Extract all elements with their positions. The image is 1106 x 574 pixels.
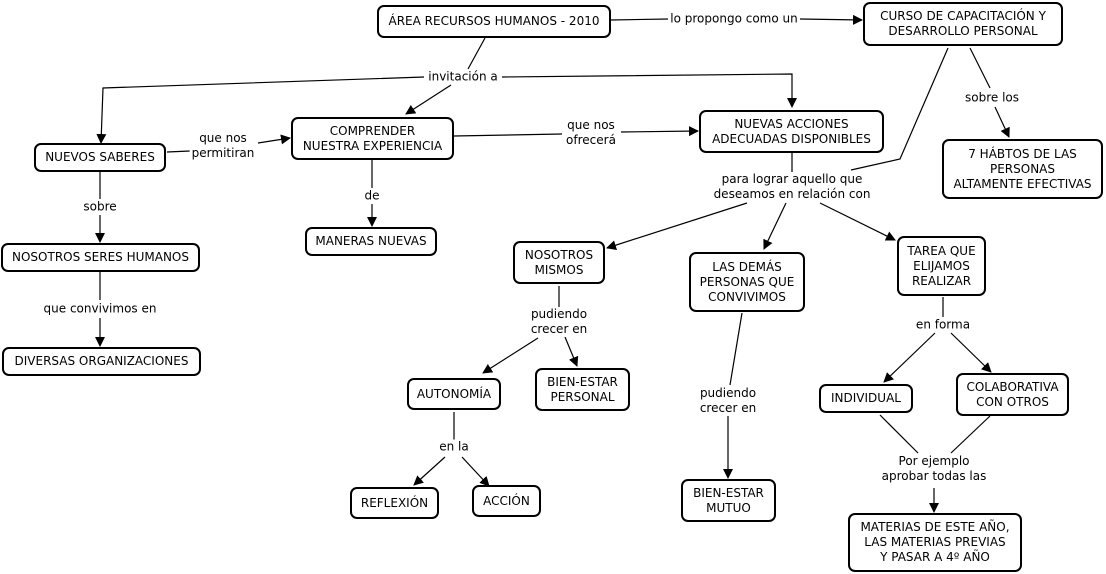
link-propongo: lo propongo como un	[668, 11, 800, 27]
arrow-crecer1-autonomia	[482, 337, 539, 374]
link-permitiran: que nos permitiran	[189, 131, 257, 161]
link-de: de	[362, 188, 382, 204]
link-convivimos-en: que convivimos en	[41, 301, 159, 317]
arrow-invitacion-saberes	[96, 76, 425, 144]
link-ofrecera: que nos ofrecerá	[564, 118, 618, 148]
concept-saberes[interactable]: NUEVOS SABERES	[34, 143, 166, 172]
link-sobre-los: sobre los	[962, 90, 1022, 106]
line-area-invitacion	[467, 37, 486, 70]
concept-autonomia[interactable]: AUTONOMÍA	[407, 378, 501, 410]
line-demas-crecer2	[729, 312, 743, 386]
concept-seres[interactable]: NOSOTROS SERES HUMANOS	[1, 243, 200, 272]
arrow-lograr-demas	[763, 202, 787, 250]
arrow-invitacion-acciones	[501, 73, 797, 108]
arrow-enla-reflexion	[413, 456, 446, 486]
arrow-lograr-tarea	[819, 202, 896, 241]
concept-organizaciones[interactable]: DIVERSAS ORGANIZACIONES	[2, 347, 201, 376]
link-crecer-demas: pudiendo crecer en	[697, 386, 759, 416]
link-ejemplo: Por ejemplo aprobar todas las	[879, 454, 989, 484]
line-comprender-ofrecera	[453, 133, 563, 137]
link-invitacion: invitación a	[426, 69, 500, 85]
concept-demas[interactable]: LAS DEMÁS PERSONAS QUE CONVIVIMOS	[689, 252, 805, 312]
concept-individual[interactable]: INDIVIDUAL	[819, 384, 913, 413]
line-curso-lograr	[850, 47, 949, 171]
arrow-sobrelos-habitos	[994, 106, 1010, 138]
concept-mismos[interactable]: NOSOTROS MISMOS	[513, 241, 605, 284]
link-sobre: sobre	[81, 199, 119, 215]
concept-accion[interactable]: ACCIÓN	[472, 485, 541, 517]
link-en-forma: en forma	[913, 317, 973, 333]
concept-maneras[interactable]: MANERAS NUEVAS	[305, 227, 437, 256]
line-individual-ejemplo	[879, 414, 919, 454]
concept-acciones[interactable]: NUEVAS ACCIONES ADECUADAS DISPONIBLES	[699, 110, 884, 153]
arrow-permitiran-comprender	[257, 134, 291, 145]
arrow-propongo-curso	[799, 14, 863, 25]
concept-tarea[interactable]: TAREA QUE ELIJAMOS REALIZAR	[897, 236, 986, 296]
concept-bienestar-personal[interactable]: BIEN-ESTAR PERSONAL	[535, 368, 630, 411]
link-lograr: para lograr aquello que deseamos en rela…	[711, 172, 873, 202]
arrow-crecer1-bienestar	[564, 336, 579, 367]
link-crecer-mismos: pudiendo crecer en	[528, 307, 590, 337]
arrow-lograr-mismos	[606, 202, 748, 251]
arrow-enla-accion	[461, 456, 490, 487]
arrow-enforma-individual	[883, 332, 936, 383]
arrow-invitacion-comprender	[405, 84, 452, 115]
concept-materias[interactable]: MATERIAS DE ESTE AÑO, LAS MATERIAS PREVI…	[848, 513, 1022, 572]
concept-reflexion[interactable]: REFLEXIÓN	[350, 487, 439, 519]
concept-bienestar-mutuo[interactable]: BIEN-ESTAR MUTUO	[681, 479, 776, 522]
line-colaborativa-ejemplo	[950, 415, 991, 454]
concept-habitos[interactable]: 7 HÁBTOS DE LAS PERSONAS ALTAMENTE EFECT…	[942, 139, 1103, 199]
arrow-ofrecera-acciones	[620, 126, 699, 137]
concept-comprender[interactable]: COMPRENDER NUESTRA EXPERIENCIA	[291, 117, 454, 160]
line-curso-sobrelos	[969, 47, 991, 89]
line-area-propongo	[610, 18, 669, 21]
link-en-la: en la	[437, 439, 471, 455]
line-saberes-permitiran	[166, 150, 191, 153]
concept-colaborativa[interactable]: COLABORATIVA CON OTROS	[956, 373, 1069, 416]
concept-curso[interactable]: CURSO DE CAPACITACIÓN Y DESARROLLO PERSO…	[863, 2, 1063, 46]
arrow-enforma-colaborativa	[950, 332, 992, 373]
concept-area[interactable]: ÁREA RECURSOS HUMANOS - 2010	[377, 5, 611, 38]
